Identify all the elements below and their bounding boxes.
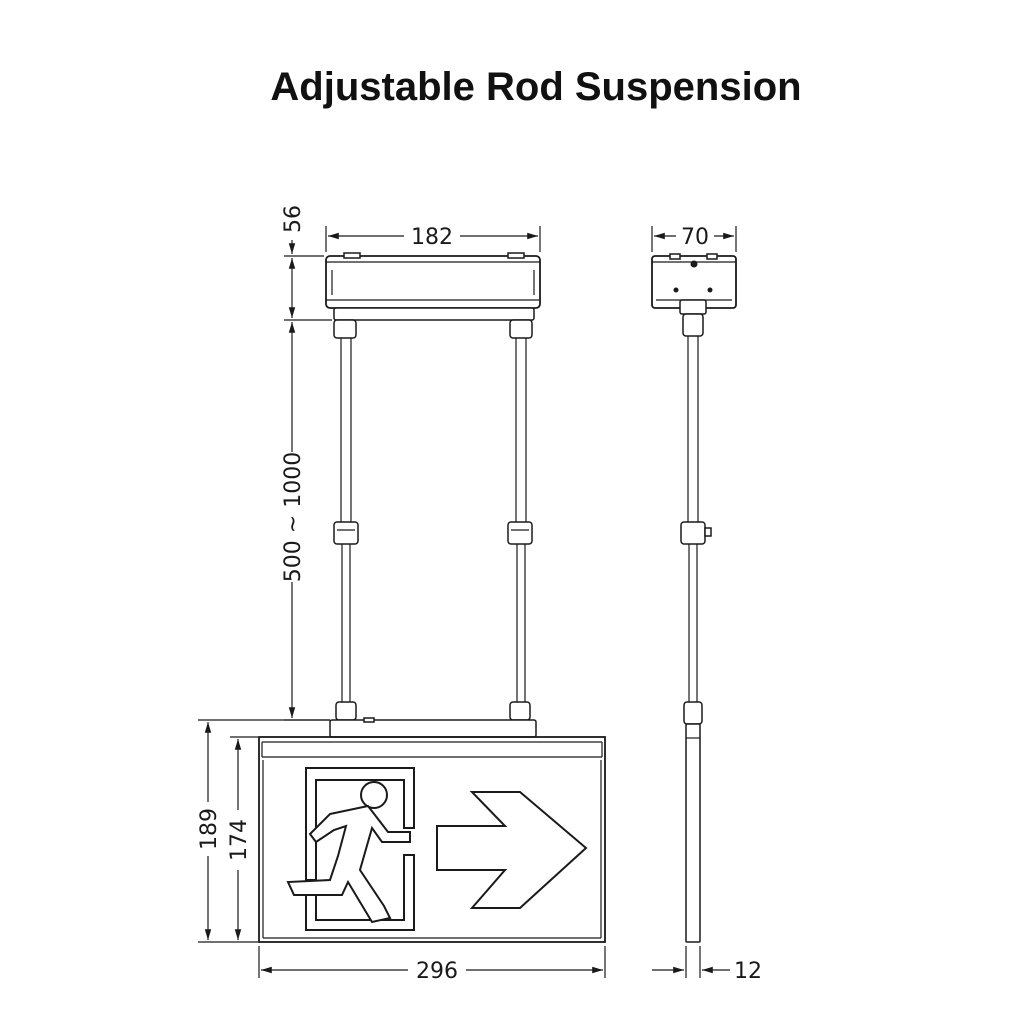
dim-panel-thickness: 12 [734,959,762,984]
dimension-lines [198,226,737,978]
dim-panel-width: 296 [416,959,458,984]
sign-holder [329,719,537,738]
dim-total-height: 189 [197,808,222,850]
ceiling-canopy [325,252,541,321]
right-rod [507,319,533,721]
exit-sign-panel [258,736,606,943]
front-view [258,252,606,943]
dim-rod-length: 500 ~ 1000 [281,452,306,582]
dimension-labels: 182 70 56 500 ~ 1000 189 174 296 12 [197,205,762,984]
left-rod [333,319,359,721]
dim-side-depth: 70 [681,225,709,250]
running-man-icon [286,767,415,931]
side-view [651,253,737,943]
dim-canopy-height: 56 [281,205,306,233]
dim-canopy-width: 182 [411,225,453,250]
arrow-right-icon [436,791,588,909]
drawing-title: Adjustable Rod Suspension [270,65,801,109]
dim-panel-height: 174 [227,819,252,861]
